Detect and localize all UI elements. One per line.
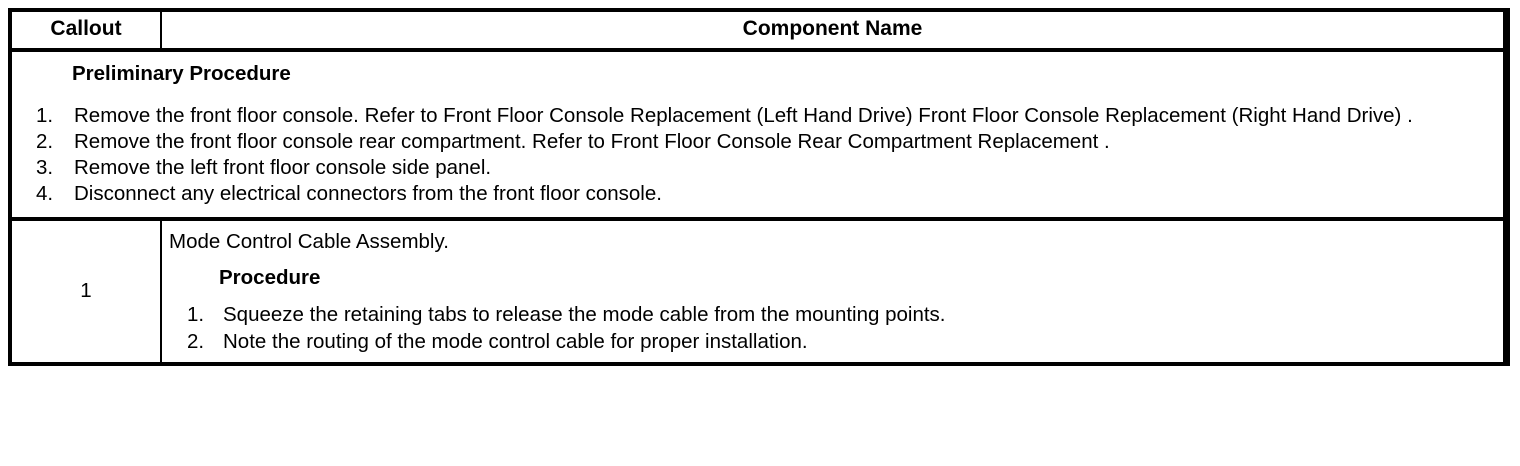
list-item: 2. Remove the front floor console rear c… xyxy=(18,129,1497,155)
list-item-number: 2. xyxy=(36,129,54,153)
procedure-step-list: 1. Squeeze the retaining tabs to release… xyxy=(169,302,1497,355)
header-row: Callout Component Name xyxy=(12,12,1503,53)
list-item: 2. Note the routing of the mode control … xyxy=(169,329,1497,355)
list-item-text: Squeeze the retaining tabs to release th… xyxy=(223,303,946,327)
preliminary-procedure-row: Preliminary Procedure 1. Remove the fron… xyxy=(12,50,1503,221)
list-item-number: 1. xyxy=(36,103,54,127)
table-header: Callout Component Name xyxy=(12,12,1503,53)
list-item: 4. Disconnect any electrical connectors … xyxy=(18,181,1497,207)
column-header-component-name: Component Name xyxy=(161,12,1503,53)
list-item: 1. Remove the front floor console. Refer… xyxy=(18,103,1497,129)
list-item-text: Remove the front floor console. Refer to… xyxy=(74,103,1413,127)
list-item-number: 1. xyxy=(187,303,205,327)
procedure-heading: Procedure xyxy=(219,265,321,289)
table-body: Preliminary Procedure 1. Remove the fron… xyxy=(12,50,1503,363)
list-item-text: Remove the left front floor console side… xyxy=(74,155,492,179)
procedure-table: Callout Component Name Preliminary Proce… xyxy=(12,12,1503,363)
list-item: 3. Remove the left front floor console s… xyxy=(18,155,1497,181)
spacer xyxy=(169,254,1497,266)
procedure-table-container: Callout Component Name Preliminary Proce… xyxy=(8,8,1510,367)
list-item-text: Remove the front floor console rear comp… xyxy=(74,129,1110,153)
callout-number-cell: 1 xyxy=(12,218,162,363)
list-item-text: Disconnect any electrical connectors fro… xyxy=(74,181,662,205)
preliminary-step-list: 1. Remove the front floor console. Refer… xyxy=(18,103,1497,207)
table-row: 1 Mode Control Cable Assembly. Procedure… xyxy=(12,218,1503,363)
component-description-cell: Mode Control Cable Assembly. Procedure 1… xyxy=(161,219,1503,363)
preliminary-procedure-cell: Preliminary Procedure 1. Remove the fron… xyxy=(12,50,1503,221)
component-name-text: Mode Control Cable Assembly. xyxy=(169,229,449,253)
list-item-text: Note the routing of the mode control cab… xyxy=(223,330,808,354)
list-item-number: 4. xyxy=(36,181,54,205)
preliminary-procedure-heading: Preliminary Procedure xyxy=(72,62,291,86)
list-item-number: 3. xyxy=(36,155,54,179)
list-item-number: 2. xyxy=(187,330,205,354)
column-header-callout: Callout xyxy=(12,12,162,53)
list-item: 1. Squeeze the retaining tabs to release… xyxy=(169,302,1497,328)
